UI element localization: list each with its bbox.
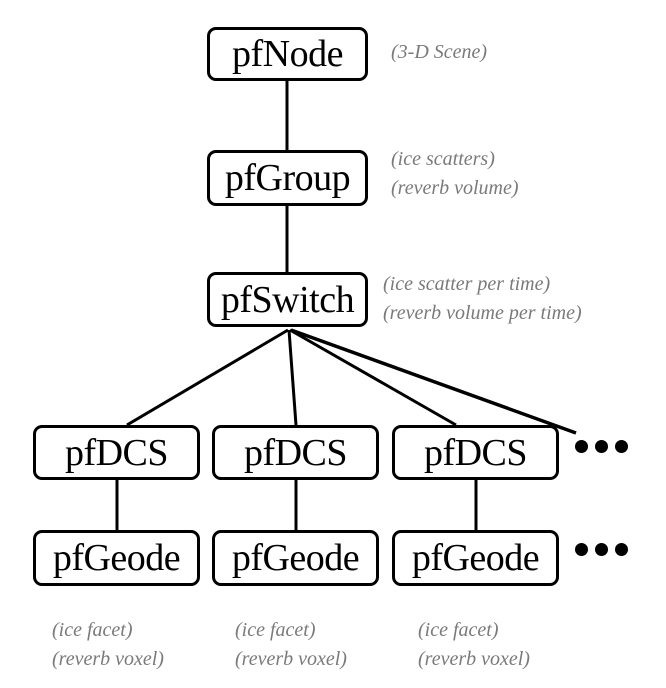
edge-switch-dcs-3 — [289, 328, 457, 427]
annotation-line: (ice facet) — [418, 619, 499, 641]
node-pfnode: pfNode — [207, 27, 368, 81]
annotation-line: (ice scatters) — [391, 148, 495, 170]
dot — [575, 543, 588, 556]
annotation-pfgroup: (ice scatters) (reverb volume) — [391, 145, 519, 203]
edge-switch-more — [290, 328, 577, 435]
annotation-line: (reverb volume per time) — [383, 302, 582, 324]
annotation-line: (reverb voxel) — [235, 648, 347, 670]
annotation-line: (ice scatter per time) — [383, 273, 551, 295]
annotation-line: (ice facet) — [52, 619, 133, 641]
node-pfdcs: pfDCS — [33, 425, 200, 480]
node-pfgeode: pfGeode — [212, 530, 379, 586]
annotation-pfnode: (3-D Scene) — [391, 38, 487, 67]
annotation-pfgeode: (ice facet) (reverb voxel) — [52, 616, 164, 674]
node-pfdcs: pfDCS — [392, 425, 559, 480]
dot — [615, 440, 628, 453]
node-pfdcs: pfDCS — [212, 425, 379, 480]
annotation-pfswitch: (ice scatter per time) (reverb volume pe… — [383, 270, 582, 328]
annotation-pfgeode: (ice facet) (reverb voxel) — [418, 616, 530, 674]
annotation-line: (reverb voxel) — [418, 648, 530, 670]
annotation-pfgeode: (ice facet) (reverb voxel) — [235, 616, 347, 674]
node-pfgeode: pfGeode — [33, 530, 200, 586]
more-dcs-ellipsis-icon — [575, 440, 628, 453]
node-pfgeode: pfGeode — [392, 530, 559, 586]
more-geode-ellipsis-icon — [575, 543, 628, 556]
node-pfgroup: pfGroup — [207, 150, 368, 206]
annotation-line: (3-D Scene) — [391, 41, 488, 63]
dot — [595, 543, 608, 556]
annotation-line: (reverb voxel) — [52, 648, 164, 670]
edge-switch-dcs-1 — [126, 328, 289, 427]
dot — [615, 543, 628, 556]
edge-switch-dcs-2 — [287, 329, 298, 426]
annotation-line: (reverb volume) — [391, 177, 519, 199]
annotation-line: (ice facet) — [235, 619, 316, 641]
dot — [595, 440, 608, 453]
dot — [575, 440, 588, 453]
node-pfswitch: pfSwitch — [207, 272, 368, 327]
